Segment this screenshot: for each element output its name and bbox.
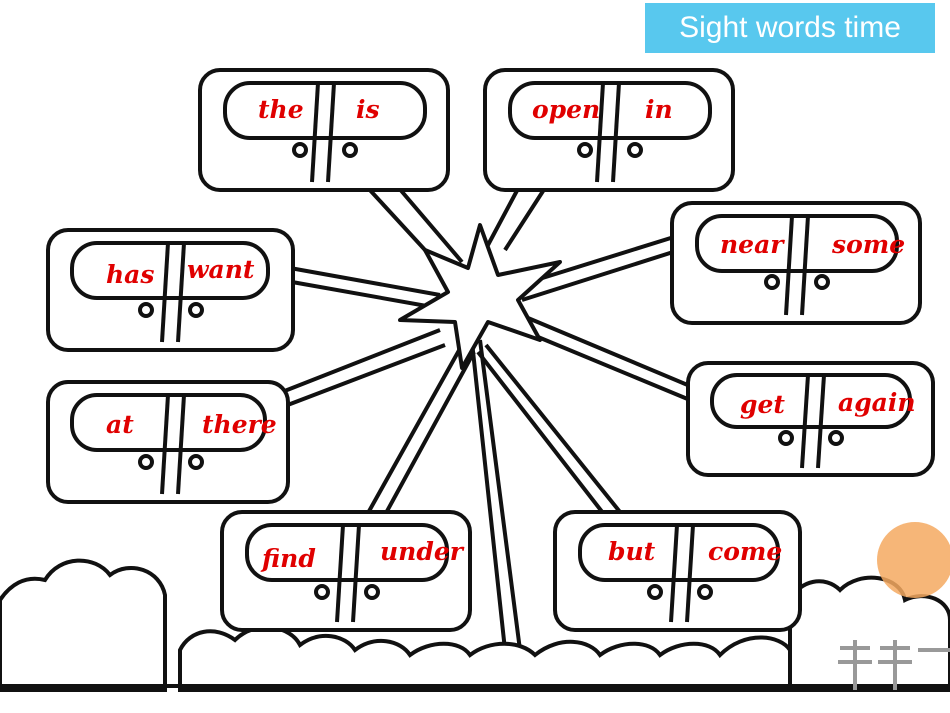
cabin-1	[198, 68, 450, 192]
cabin-6	[686, 361, 935, 477]
cabin-4	[670, 201, 922, 325]
wheel-spokes	[281, 178, 693, 651]
wheel-hub-star	[398, 223, 562, 370]
cabin-6-left-word[interactable]: get	[740, 390, 785, 419]
watermark-logo	[838, 640, 950, 690]
cabin-8-right-word[interactable]: come	[708, 537, 783, 566]
cabin-5	[46, 380, 290, 504]
cabin-7-left-word[interactable]: find	[262, 544, 316, 573]
cabin-6-right-word[interactable]: again	[838, 388, 916, 417]
orange-blob	[877, 522, 950, 598]
cabin-2-right-word[interactable]: in	[645, 95, 673, 124]
cabin-2	[483, 68, 735, 192]
cabin-4-left-word[interactable]: near	[720, 230, 784, 259]
cabin-8-left-word[interactable]: but	[608, 537, 656, 566]
cabin-4-right-word[interactable]: some	[832, 230, 906, 259]
bushes	[0, 558, 950, 692]
cabin-3-left-word[interactable]: has	[106, 260, 155, 289]
cabin-5-left-word[interactable]: at	[106, 410, 134, 439]
cabin-7	[220, 510, 472, 632]
title-badge: Sight words time	[645, 3, 935, 53]
cabin-1-left-word[interactable]: the	[258, 95, 304, 124]
cabin-3-right-word[interactable]: want	[187, 255, 255, 284]
cabin-7-right-word[interactable]: under	[380, 537, 463, 566]
cabin-3	[46, 228, 295, 352]
cabin-8	[553, 510, 802, 632]
cabin-5-right-word[interactable]: there	[202, 410, 277, 439]
cabin-1-right-word[interactable]: is	[356, 95, 380, 124]
cabin-2-left-word[interactable]: open	[532, 95, 601, 124]
